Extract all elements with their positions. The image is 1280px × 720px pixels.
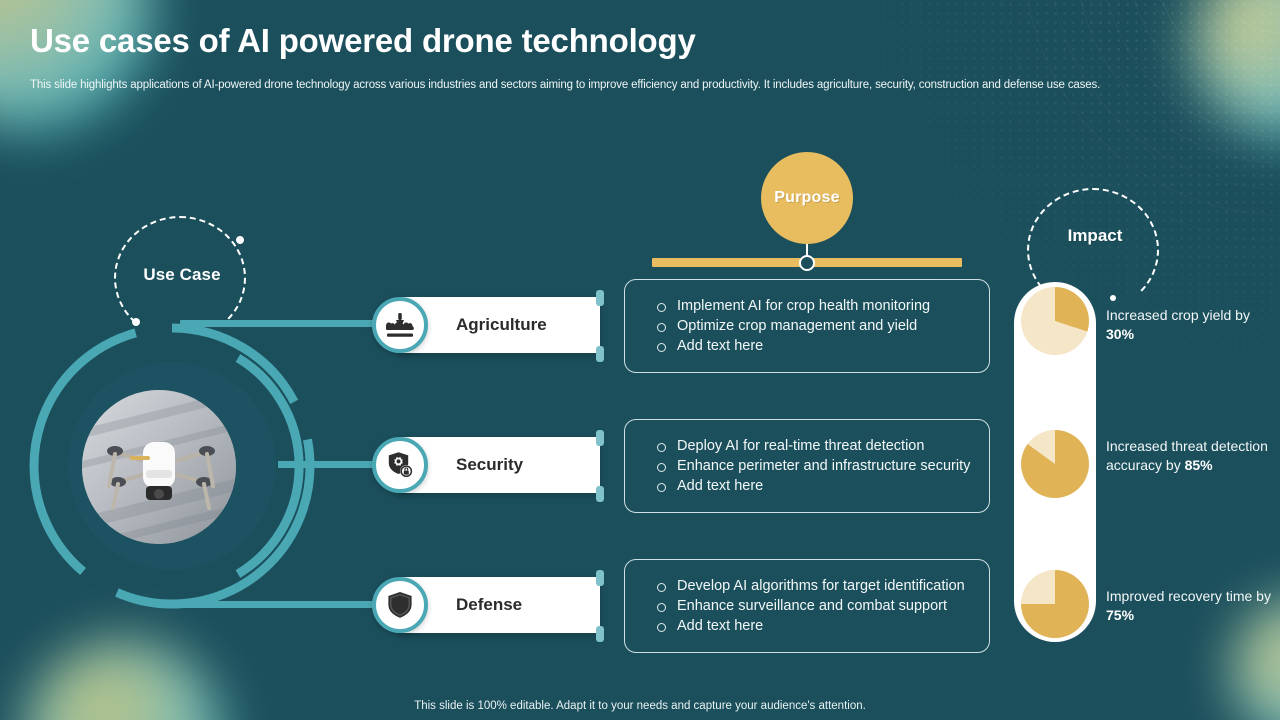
- impact-dot-right: [1110, 295, 1116, 301]
- impact-label: Impact: [1067, 226, 1123, 245]
- use-case-row-defense[interactable]: Defense: [372, 577, 600, 633]
- impact-dashed-circle: [1027, 188, 1159, 312]
- bullet-list: Deploy AI for real-time threat detection…: [655, 436, 989, 496]
- impact-text-recovery-time: Improved recovery time by 75%: [1106, 587, 1272, 625]
- purpose-label: Purpose: [774, 189, 840, 206]
- connector-agriculture: [180, 320, 375, 327]
- crop-spraying-drone-icon: [372, 297, 428, 353]
- connector-defense: [180, 601, 375, 608]
- impact-text-prefix: Increased threat detection accuracy by: [1106, 438, 1268, 473]
- drone-photo: [82, 390, 236, 544]
- row-tab-top-agriculture: [596, 290, 604, 306]
- purpose-box-agriculture: Implement AI for crop health monitoring …: [624, 279, 990, 373]
- shield-icon: [372, 577, 428, 633]
- row-tab-bottom-security: [596, 486, 604, 502]
- page-subtitle: This slide highlights applications of AI…: [30, 79, 1101, 91]
- list-item: Enhance perimeter and infrastructure sec…: [655, 456, 989, 476]
- list-item: Deploy AI for real-time threat detection: [655, 436, 989, 456]
- row-tab-top-security: [596, 430, 604, 446]
- purpose-node-dot: [799, 255, 815, 271]
- pie-chart-recovery-time: [1021, 570, 1089, 638]
- use-case-label: Use Case: [143, 265, 221, 284]
- list-item: Develop AI algorithms for target identif…: [655, 576, 989, 596]
- row-label-agriculture: Agriculture: [456, 315, 547, 334]
- list-item: Add text here: [655, 616, 989, 636]
- slide-footer: This slide is 100% editable. Adapt it to…: [414, 700, 866, 712]
- row-tab-bottom-agriculture: [596, 346, 604, 362]
- pie-chart-threat-detection: [1021, 430, 1089, 498]
- impact-text-threat-detection: Increased threat detection accuracy by 8…: [1106, 437, 1272, 475]
- list-item: Implement AI for crop health monitoring: [655, 296, 989, 316]
- impact-value: 85%: [1184, 457, 1213, 473]
- page-title: Use cases of AI powered drone technology: [30, 22, 696, 59]
- slide-header: Use cases of AI powered drone technology…: [0, 0, 1280, 104]
- pie-chart-crop-yield: [1021, 287, 1089, 355]
- row-tab-top-defense: [596, 570, 604, 586]
- shield-gear-lock-icon: [372, 437, 428, 493]
- impact-value: 75%: [1106, 607, 1135, 623]
- row-card[interactable]: Security: [400, 437, 600, 493]
- purpose-box-security: Deploy AI for real-time threat detection…: [624, 419, 990, 513]
- bullet-list: Develop AI algorithms for target identif…: [655, 576, 989, 636]
- bullet-list: Implement AI for crop health monitoring …: [655, 296, 989, 356]
- use-case-dashed-circle: [114, 216, 246, 340]
- list-item: Optimize crop management and yield: [655, 316, 989, 336]
- row-label-defense: Defense: [456, 595, 523, 614]
- impact-text-prefix: Increased crop yield by: [1106, 307, 1250, 323]
- list-item: Add text here: [655, 476, 989, 496]
- impact-text-crop-yield: Increased crop yield by 30%: [1106, 306, 1272, 344]
- purpose-circle: Purpose: [761, 152, 853, 244]
- purpose-stem: [806, 244, 808, 260]
- use-case-row-agriculture[interactable]: Agriculture: [372, 297, 600, 353]
- connector-security: [278, 461, 376, 468]
- use-case-dot-left: [132, 318, 140, 326]
- list-item: Enhance surveillance and combat support: [655, 596, 989, 616]
- row-card[interactable]: Agriculture: [400, 297, 600, 353]
- list-item: Add text here: [655, 336, 989, 356]
- use-case-dot-right: [236, 236, 244, 244]
- impact-value: 30%: [1106, 326, 1135, 342]
- use-case-row-security[interactable]: Security: [372, 437, 600, 493]
- row-card[interactable]: Defense: [400, 577, 600, 633]
- row-label-security: Security: [456, 455, 524, 474]
- row-tab-bottom-defense: [596, 626, 604, 642]
- impact-text-prefix: Improved recovery time by: [1106, 588, 1271, 604]
- drone-illustration-icon: [82, 390, 236, 544]
- purpose-box-defense: Develop AI algorithms for target identif…: [624, 559, 990, 653]
